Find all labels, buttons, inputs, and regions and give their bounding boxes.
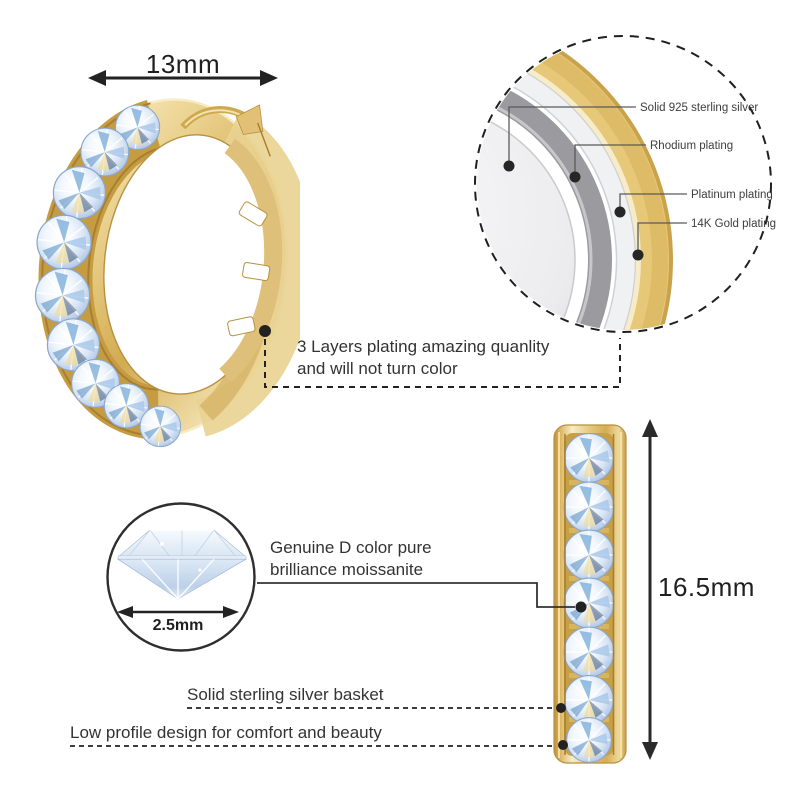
basket-slots <box>227 201 271 337</box>
profile-note: Low profile design for comfort and beaut… <box>70 723 382 742</box>
plating-note-line2: and will not turn color <box>297 359 458 379</box>
hoop-body <box>32 98 300 448</box>
label-platinum: Platinum plating <box>691 189 773 201</box>
plating-note: 3 Layers plating amazing quanlity and wi… <box>297 336 549 380</box>
layer-stack <box>477 38 673 330</box>
stone-note: Genuine D color pure brilliance moissani… <box>270 537 432 581</box>
plating-layers-inset: Solid 925 sterling silver Rhodium platin… <box>474 35 776 333</box>
leader-dot <box>632 249 644 261</box>
diamond-side-view <box>116 529 248 600</box>
height-dimension-arrow <box>642 419 658 760</box>
height-dimension-label: 16.5mm <box>658 572 755 602</box>
stone-note-connector <box>257 582 575 608</box>
label-14k-gold: 14K Gold plating <box>691 218 776 230</box>
hoop-earring-illustration <box>32 98 300 448</box>
inset-dashed-border <box>474 35 772 333</box>
stone-note-line2: brilliance moissanite <box>270 560 424 580</box>
inset-leader-dots <box>503 160 644 261</box>
moissanite-stone-inset <box>106 502 256 652</box>
plating-note-line1: 3 Layers plating amazing quanlity <box>297 337 550 356</box>
basket-note: Solid sterling silver basket <box>187 685 384 704</box>
inset-leader-lines <box>508 106 687 255</box>
label-rhodium: Rhodium plating <box>650 140 733 152</box>
hinge-clasp <box>180 104 271 157</box>
leader-dot <box>614 206 626 218</box>
width-dimension-label: 13mm <box>145 49 221 79</box>
leader-dot <box>569 171 581 183</box>
band-shading <box>195 111 300 437</box>
stone-dimension-label: 2.5mm <box>152 617 204 634</box>
label-sterling-silver: Solid 925 sterling silver <box>640 102 758 114</box>
leader-dot <box>503 160 515 172</box>
earring-side-illustration <box>553 424 627 764</box>
inner-wall <box>219 138 283 383</box>
stone-note-line1: Genuine D color pure <box>270 538 432 557</box>
